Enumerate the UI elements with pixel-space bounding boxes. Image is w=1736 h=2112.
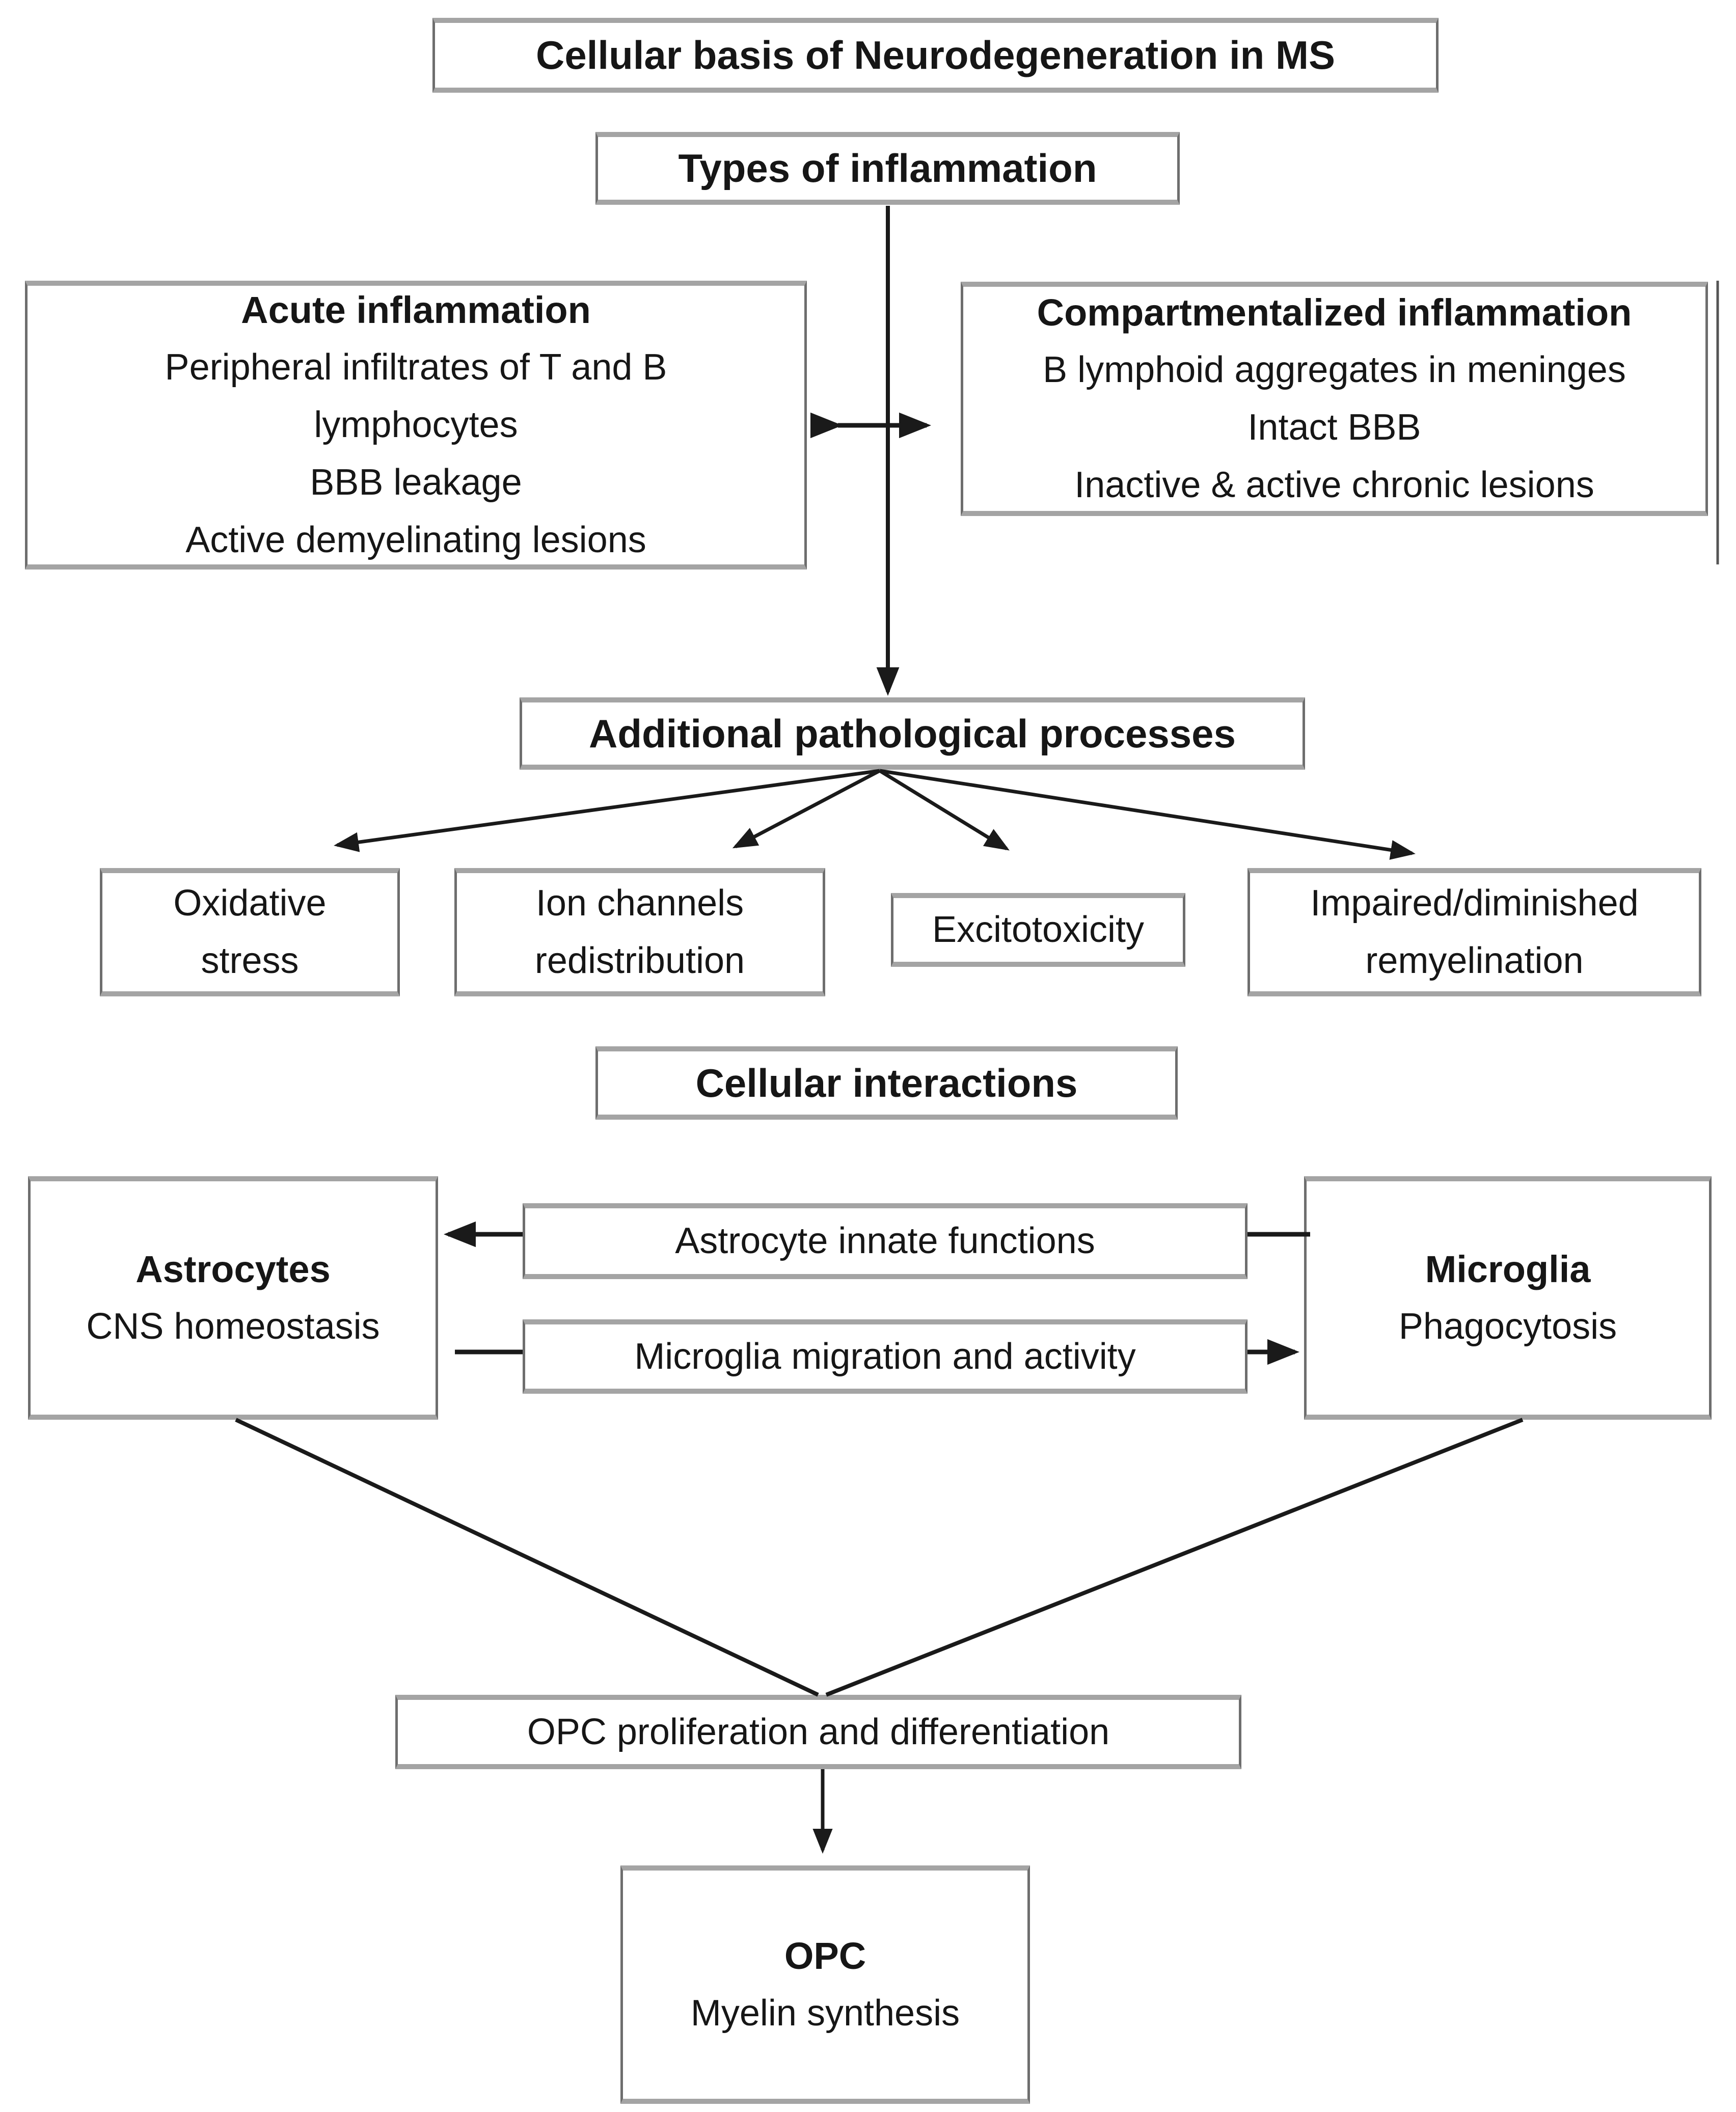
compartmentalized-line: Inactive & active chronic lesions	[1074, 465, 1594, 505]
types-of-inflammation-box: Types of inflammation	[595, 132, 1180, 205]
compartmentalized-inflammation-box: Compartmentalized inflammation B lymphoi…	[961, 282, 1708, 516]
opc-box: OPC Myelin synthesis	[620, 1865, 1030, 2104]
impaired-remyelination-box: Impaired/diminished remyelination	[1247, 868, 1701, 996]
acute-line: lymphocytes	[314, 404, 518, 445]
line-astrocytes-to-opc-proliferation	[235, 1418, 819, 1697]
microglia-subtitle: Phagocytosis	[1398, 1306, 1617, 1347]
excitotoxicity-box: Excitotoxicity	[891, 893, 1185, 967]
opc-subtitle: Myelin synthesis	[690, 1993, 960, 2034]
astrocytes-box: Astrocytes CNS homeostasis	[28, 1176, 438, 1420]
acute-inflammation-box: Acute inflammation Peripheral infiltrate…	[25, 281, 807, 570]
microglia-heading: Microglia	[1425, 1248, 1591, 1290]
ion-channels-box: Ion channels redistribution	[454, 868, 825, 996]
cellular-interactions-label: Cellular interactions	[695, 1060, 1078, 1105]
oxidative-line: Oxidative	[173, 883, 327, 924]
excitotoxicity-label: Excitotoxicity	[932, 909, 1145, 950]
additional-processes-box: Additional pathological processes	[520, 697, 1305, 770]
arrow-additional-to-excitotoxicity	[879, 769, 1010, 851]
arrow-additional-to-ion-channels	[732, 769, 881, 849]
impaired-line: remyelination	[1365, 940, 1584, 981]
diagram-title: Cellular basis of Neurodegeneration in M…	[536, 33, 1335, 77]
microglia-migration-box: Microglia migration and activity	[523, 1319, 1247, 1394]
line-microglia-to-opc-proliferation	[825, 1418, 1524, 1697]
cellular-interactions-box: Cellular interactions	[595, 1046, 1178, 1120]
arrow-additional-to-oxidative	[334, 769, 880, 852]
compartmentalized-line: B lymphoid aggregates in meninges	[1043, 349, 1626, 390]
astrocytes-subtitle: CNS homeostasis	[86, 1306, 380, 1347]
opc-proliferation-label: OPC proliferation and differentiation	[527, 1711, 1110, 1752]
microglia-migration-label: Microglia migration and activity	[634, 1336, 1136, 1377]
ion-channels-line: redistribution	[534, 940, 745, 981]
additional-processes-label: Additional pathological processes	[589, 711, 1236, 756]
acute-line: Peripheral infiltrates of T and B	[165, 347, 667, 388]
acute-line: BBB leakage	[310, 462, 522, 503]
compartmentalized-line: Intact BBB	[1247, 407, 1421, 448]
impaired-line: Impaired/diminished	[1310, 883, 1639, 924]
oxidative-stress-box: Oxidative stress	[100, 868, 400, 996]
arrow-additional-to-impaired	[879, 769, 1416, 860]
types-of-inflammation-label: Types of inflammation	[678, 146, 1097, 191]
oxidative-line: stress	[201, 940, 299, 981]
astrocyte-innate-functions-label: Astrocyte innate functions	[675, 1221, 1095, 1261]
ion-channels-line: Ion channels	[535, 883, 744, 924]
compartmentalized-heading: Compartmentalized inflammation	[1037, 291, 1632, 334]
astrocyte-innate-functions-box: Astrocyte innate functions	[523, 1203, 1247, 1279]
diagram-title-box: Cellular basis of Neurodegeneration in M…	[432, 18, 1439, 93]
opc-proliferation-box: OPC proliferation and differentiation	[395, 1695, 1241, 1769]
microglia-box: Microglia Phagocytosis	[1304, 1176, 1712, 1420]
acute-heading: Acute inflammation	[241, 289, 591, 331]
astrocytes-heading: Astrocytes	[135, 1248, 331, 1290]
acute-line: Active demyelinating lesions	[185, 520, 646, 560]
opc-heading: OPC	[784, 1935, 866, 1977]
